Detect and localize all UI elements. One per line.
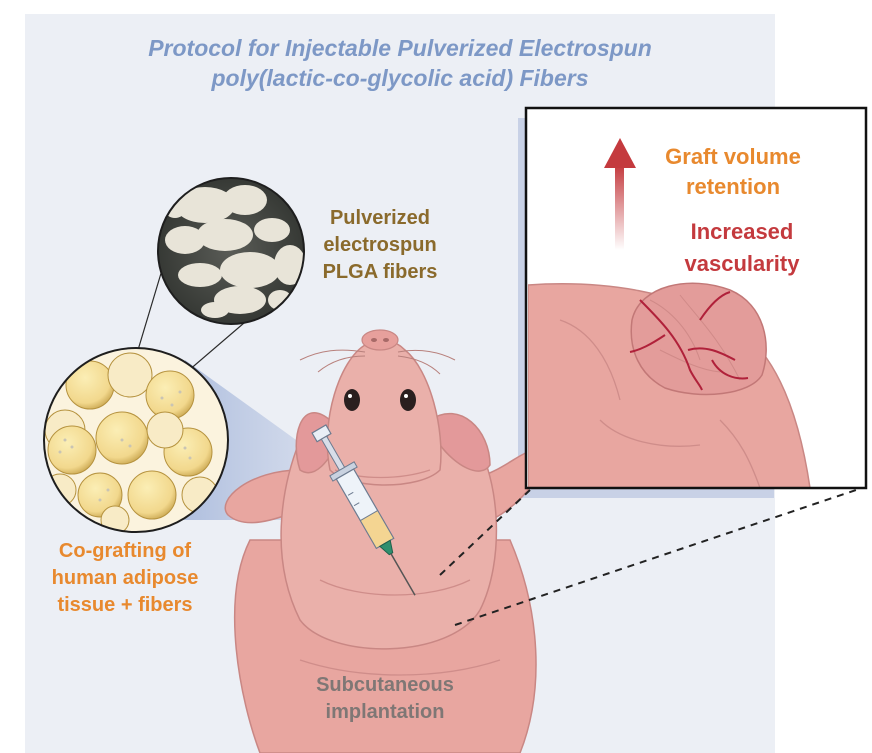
fibers-label-line-1: Pulverized xyxy=(329,207,431,229)
increase-arrow-shaft xyxy=(615,165,624,250)
fibers-label: Pulverized electrospun PLGA fibers xyxy=(300,205,460,286)
implantation-label: Subcutaneous implantation xyxy=(298,672,472,726)
implantation-label-line-2: implantation xyxy=(325,701,445,723)
graft-retention-line-2: retention xyxy=(685,174,781,199)
figure-title-line-2: poly(lactic-co-glycolic acid) Fibers xyxy=(211,65,589,91)
mouse-body xyxy=(224,329,543,753)
cografting-label: Co-grafting of human adipose tissue + fi… xyxy=(20,538,230,619)
adipose-cells-zoom xyxy=(43,347,229,533)
vascularity-line-1: Increased xyxy=(690,219,794,244)
fiber-micrograph xyxy=(157,177,305,325)
fibers-label-line-2: electrospun xyxy=(323,234,437,256)
zoom-line-lower xyxy=(454,487,863,626)
vascularity-line-2: vascularity xyxy=(684,251,800,276)
implantation-label-line-1: Subcutaneous xyxy=(316,674,454,696)
increase-arrow-icon xyxy=(604,138,636,168)
graft-retention-label: Graft volume retention xyxy=(638,142,828,202)
cografting-label-line-1: Co-grafting of xyxy=(58,540,192,562)
vascularity-label: Increased vascularity xyxy=(652,216,832,280)
figure-title-line-1: Protocol for Injectable Pulverized Elect… xyxy=(148,35,652,61)
fibers-label-line-3: PLGA fibers xyxy=(322,261,438,283)
syringe xyxy=(311,424,416,596)
outcome-inset xyxy=(524,106,868,490)
cografting-label-line-2: human adipose xyxy=(51,567,199,589)
cografting-label-line-3: tissue + fibers xyxy=(57,594,193,616)
graft-retention-line-1: Graft volume xyxy=(665,144,801,169)
